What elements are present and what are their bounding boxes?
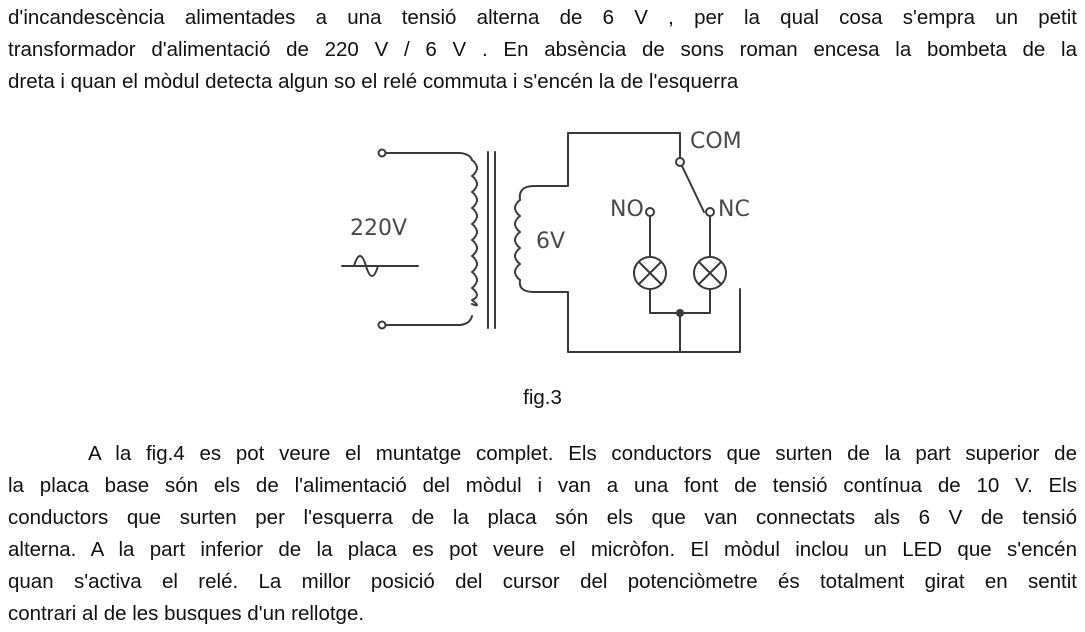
primary-terminal-bottom (377, 320, 387, 330)
relay-nc-label: NC (718, 197, 750, 222)
paragraph-line: d'incandescència alimentades a una tensi… (8, 6, 1077, 29)
paragraph-assembly: A la fig.4 es pot veure el muntatge comp… (8, 438, 1077, 630)
paragraph-line: A la fig.4 es pot veure el muntatge comp… (88, 442, 1077, 465)
secondary-lead-top (518, 132, 681, 201)
junction-dot (676, 309, 684, 317)
paragraph-line: la placa base són els de l'alimentació d… (8, 474, 1077, 497)
figure-caption: fig.3 (523, 386, 562, 409)
primary-lead-top (385, 152, 473, 161)
paragraph-line: transformador d'alimentació de 220 V / 6… (8, 38, 1077, 61)
relay-switch-arm (681, 165, 705, 213)
relay-com-label: COM (690, 129, 742, 154)
primary-coil (471, 159, 478, 307)
secondary-coil (514, 199, 521, 281)
paragraph-intro: d'incandescència alimentades a una tensi… (8, 2, 1077, 98)
relay-nc-terminal (705, 207, 715, 217)
circuit-diagram: 220V 6V COM NO NC (341, 129, 750, 353)
paragraph-line: quan s'activa el relé. La millor posició… (8, 570, 1077, 593)
paragraph-line: contrari al de les busques d'un rellotge… (8, 602, 365, 625)
secondary-lead-bottom (518, 279, 741, 353)
paragraph-line: conductors que surten per l'esquerra de … (8, 506, 1077, 529)
ac-wave-icon (353, 255, 379, 277)
paragraph-line: dreta i quan el mòdul detecta algun so e… (8, 70, 739, 93)
paragraph-line: alterna. A la part inferior de la placa … (8, 538, 1077, 561)
primary-lead-bottom (385, 315, 473, 326)
primary-voltage-label: 220V (350, 216, 407, 241)
primary-terminal-top (377, 148, 387, 158)
secondary-voltage-label: 6V (536, 229, 565, 254)
relay-no-label: NO (610, 197, 644, 222)
relay-no-terminal (645, 207, 655, 217)
relay-com-terminal (675, 157, 685, 167)
